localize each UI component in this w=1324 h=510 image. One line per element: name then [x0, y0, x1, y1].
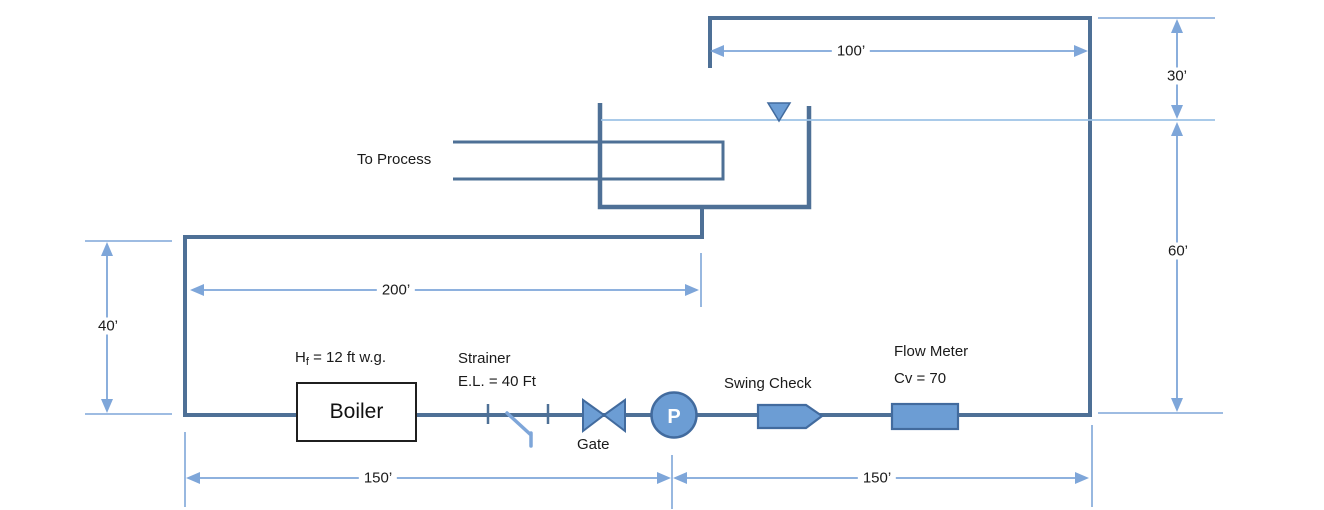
- boiler-box: Boiler: [296, 382, 417, 442]
- strainer-label: Strainer: [458, 350, 511, 367]
- arrow-60-top: [1171, 122, 1183, 136]
- gate-valve-label: Gate: [577, 436, 610, 453]
- pump-icon: [650, 391, 698, 439]
- dimension-arrowheads: [101, 19, 1183, 484]
- strainer-elevation-label: E.L. = 40 Ft: [458, 373, 536, 390]
- water-level-marker-icon: [766, 102, 792, 123]
- strainer-leg-icon: [505, 411, 533, 448]
- gate-valve-icon: [582, 398, 626, 434]
- boiler-head-loss-label: Hf = 12 ft w.g.: [295, 349, 386, 371]
- dim-label-100: 100’: [831, 42, 871, 60]
- arrow-40-top: [101, 242, 113, 256]
- arrow-200-right: [685, 284, 699, 296]
- to-process-pipe: [453, 140, 725, 181]
- to-process-label: To Process: [357, 151, 432, 168]
- dimension-extension-lines: [85, 17, 1223, 509]
- arrow-30-top: [1171, 19, 1183, 33]
- dim-label-30: 30’: [1161, 67, 1193, 85]
- arrow-60-bottom: [1171, 398, 1183, 412]
- head-loss-base: H: [295, 349, 306, 366]
- swing-check-label: Swing Check: [724, 375, 812, 392]
- gate-valve-left-wedge: [582, 398, 606, 434]
- dim-label-200: 200’: [376, 281, 416, 299]
- arrow-150R-right: [1075, 472, 1089, 484]
- flow-meter-cv-label: Cv = 70: [894, 370, 947, 387]
- flow-meter-icon: [890, 402, 960, 431]
- pipe-main-loop: [183, 16, 1092, 417]
- arrow-30-bottom: [1171, 105, 1183, 119]
- arrow-100-left: [710, 45, 724, 57]
- dim-label-150-right: 150’: [857, 469, 897, 487]
- flow-meter-label: Flow Meter: [894, 343, 969, 360]
- head-loss-value: = 12 ft w.g.: [308, 349, 387, 366]
- dim-label-150-left: 150’: [358, 469, 398, 487]
- arrow-150R-left: [673, 472, 687, 484]
- gate-valve-right-wedge: [602, 398, 626, 434]
- arrow-150L-left: [186, 472, 200, 484]
- arrow-100-right: [1074, 45, 1088, 57]
- arrow-40-bottom: [101, 399, 113, 413]
- swing-check-icon: [756, 403, 824, 430]
- arrow-200-left: [190, 284, 204, 296]
- boiler-label: Boiler: [329, 400, 384, 423]
- dimension-lines: [106, 22, 1178, 479]
- pump-label: P: [667, 406, 680, 428]
- tank: [597, 103, 812, 210]
- dim-label-60: 60’: [1162, 242, 1194, 260]
- dim-label-40: 40’: [92, 317, 124, 335]
- head-loss-subscript: f: [305, 356, 309, 368]
- arrow-150L-right: [657, 472, 671, 484]
